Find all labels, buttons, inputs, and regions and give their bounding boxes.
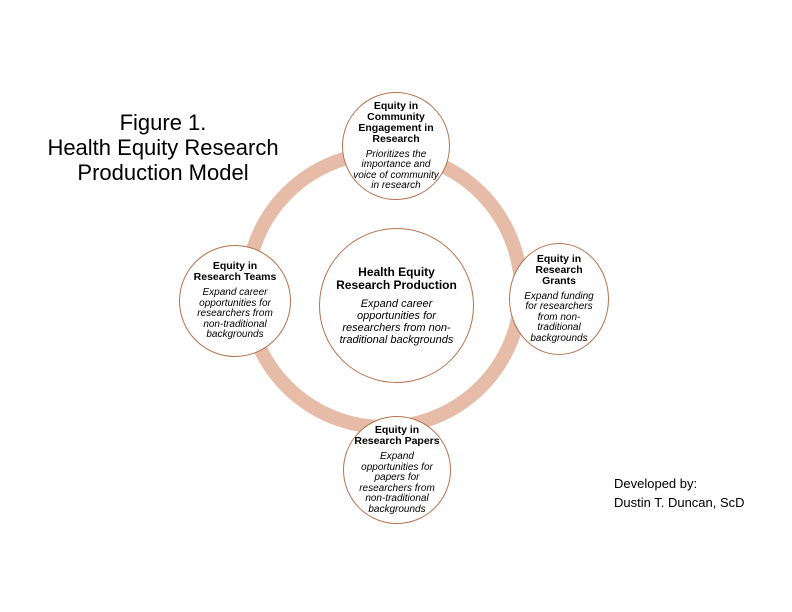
credit-label: Developed by: <box>614 476 698 491</box>
figure-title: Figure 1. Health Equity Research Product… <box>28 110 298 185</box>
figure-title-line-2: Health Equity Research <box>47 135 279 160</box>
figure-title-line-1: Figure 1. <box>119 110 207 135</box>
node-description: Expand funding for researchers from non-… <box>524 290 594 344</box>
node-title: Equity in Research Teams <box>193 260 277 284</box>
node-title: Equity in Research Papers <box>354 424 440 447</box>
node-research-grants: Equity in Research Grants Expand funding… <box>509 243 609 355</box>
node-title: Equity in Research Grants <box>535 252 583 287</box>
node-title: Equity in Community Engagement in Resear… <box>358 99 434 145</box>
credit-author: Dustin T. Duncan, ScD <box>614 495 745 510</box>
node-description: Prioritizes the importance and voice of … <box>353 148 439 191</box>
node-community-engagement: Equity in Community Engagement in Resear… <box>342 92 450 200</box>
node-description: Expand opportunities for papers for rese… <box>359 451 435 515</box>
credit-block: Developed by: Dustin T. Duncan, ScD <box>614 474 745 512</box>
node-description: Expand career opportunities for research… <box>197 287 273 341</box>
node-title: Health Equity Research Production <box>336 264 457 292</box>
node-description: Expand career opportunities for research… <box>339 297 454 346</box>
node-center-production: Health Equity Research Production Expand… <box>319 228 474 383</box>
node-research-papers: Equity in Research Papers Expand opportu… <box>343 416 451 524</box>
figure-title-line-3: Production Model <box>77 160 249 185</box>
node-research-teams: Equity in Research Teams Expand career o… <box>179 245 291 357</box>
